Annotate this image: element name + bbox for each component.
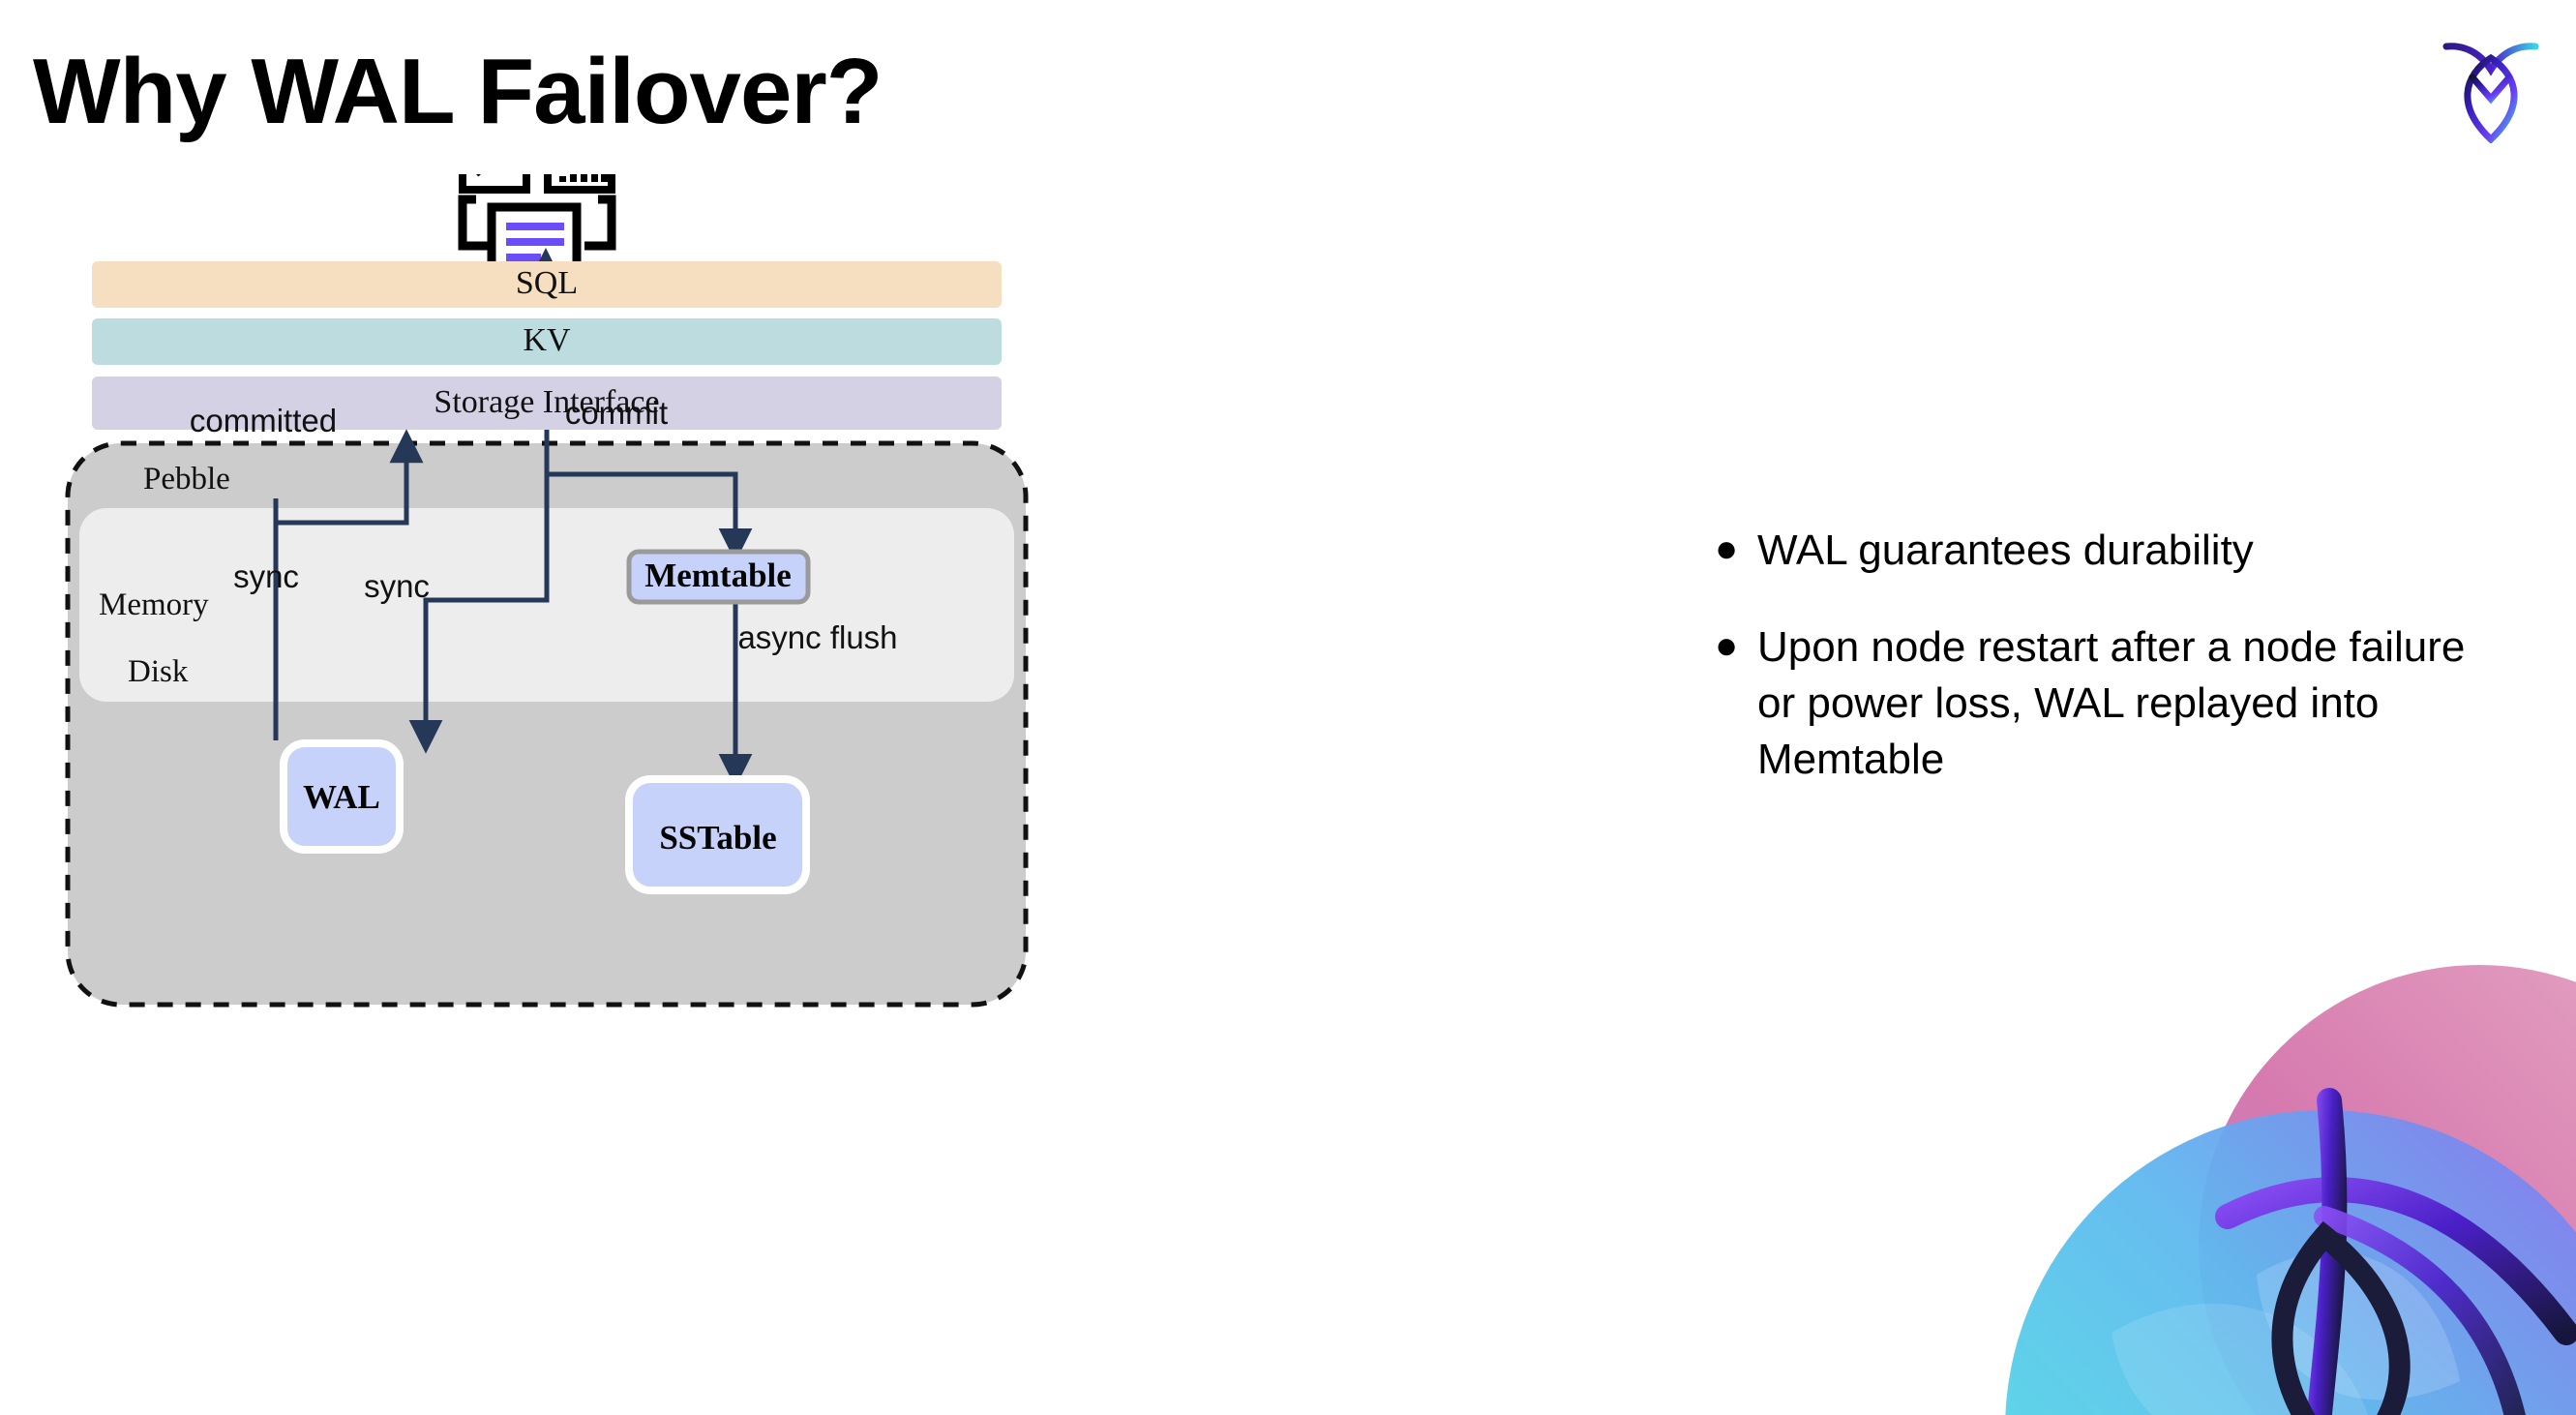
- node-memtable[interactable]: Memtable: [626, 549, 811, 605]
- list-item: ● Upon node restart after a node failure…: [1703, 619, 2497, 788]
- node-sstable-label: SSTable: [659, 819, 776, 857]
- node-memtable-label: Memtable: [644, 557, 792, 594]
- bullet-text: WAL guarantees durability: [1757, 527, 2254, 574]
- cockroach-labs-watermark-icon: [1937, 926, 2576, 1415]
- edge-label-committed: committed: [190, 403, 337, 438]
- edge-commit-path: [547, 471, 738, 550]
- bullet-list: ● WAL guarantees durability ● Upon node …: [1703, 523, 2497, 828]
- cockroach-labs-logo-icon: [2437, 31, 2545, 144]
- memory-label: Memory: [99, 587, 209, 622]
- node-wal[interactable]: WAL: [280, 739, 404, 854]
- wal-architecture-diagram: Client SQL KV Storage Interface Pebble M…: [0, 174, 1645, 1415]
- layer-kv-label: KV: [523, 322, 571, 358]
- page-title: Why WAL Failover?: [33, 40, 883, 143]
- pebble-label: Pebble: [143, 462, 230, 497]
- layer-storage-interface: Storage Interface: [92, 376, 1002, 430]
- disk-label: Disk: [128, 654, 189, 689]
- edge-label-sync-right: sync: [364, 568, 430, 604]
- edge-label-async-flush: async flush: [737, 619, 897, 655]
- bullet-marker-icon: ●: [1715, 527, 1739, 570]
- layer-sql-label: SQL: [516, 265, 578, 301]
- edge-label-commit: commit: [565, 395, 668, 431]
- client-device-icon: [458, 174, 616, 274]
- bullet-text: Upon node restart after a node failure o…: [1757, 623, 2466, 784]
- layer-storage-interface-label: Storage Interface: [434, 384, 659, 420]
- edge-label-sync-left: sync: [233, 558, 299, 594]
- node-wal-label: WAL: [303, 778, 380, 816]
- list-item: ● WAL guarantees durability: [1703, 523, 2497, 579]
- node-sstable[interactable]: SSTable: [625, 775, 810, 894]
- layer-sql: SQL: [92, 261, 1002, 308]
- bullet-marker-icon: ●: [1715, 624, 1739, 668]
- layer-kv: KV: [92, 318, 1002, 365]
